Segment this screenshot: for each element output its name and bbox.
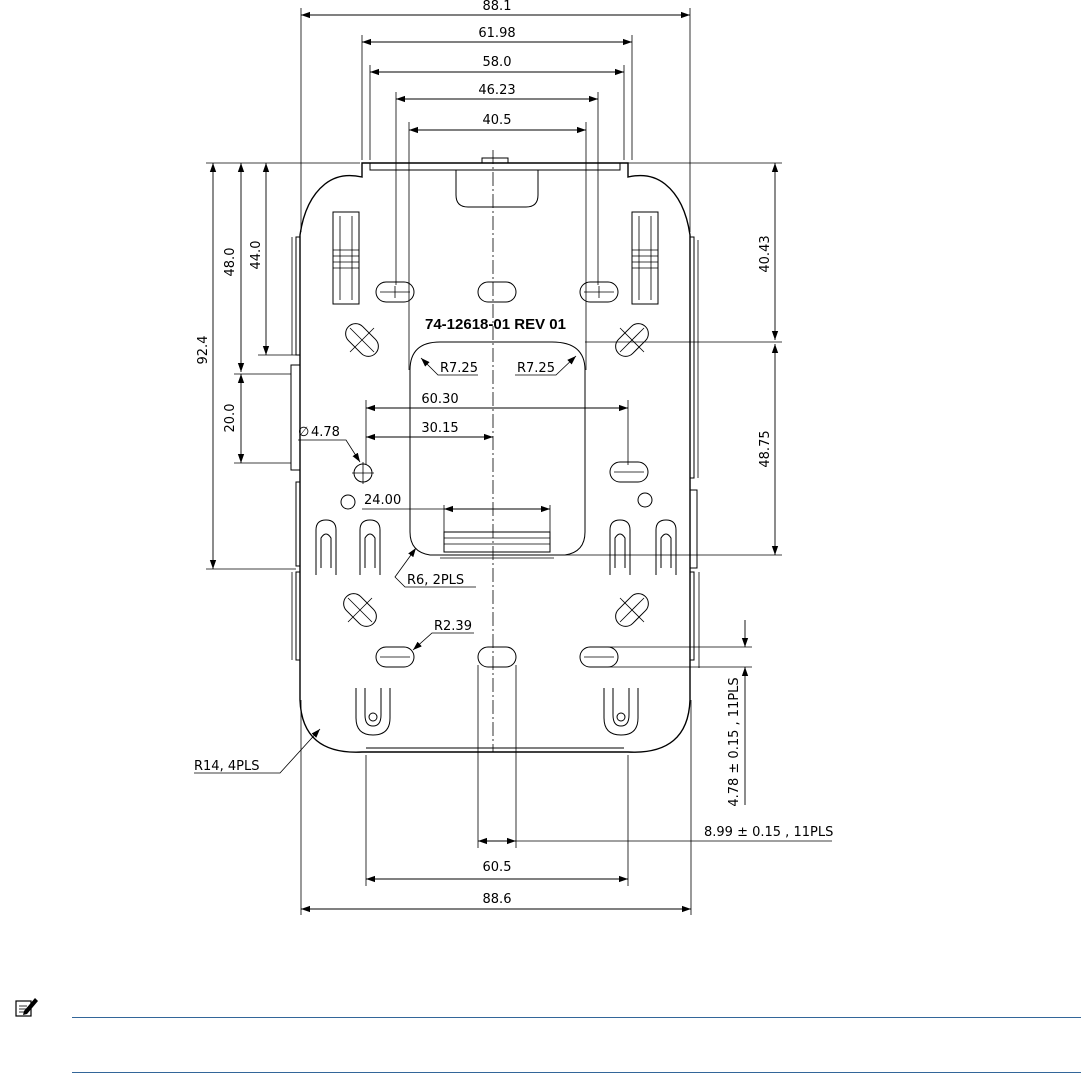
dim-92-4: 92.4 xyxy=(196,336,211,365)
dim-48-0: 48.0 xyxy=(223,248,238,277)
dim-61-98: 61.98 xyxy=(478,26,515,41)
clip-left xyxy=(333,212,359,304)
dim-88-6: 88.6 xyxy=(483,892,512,907)
dim-44-0: 44.0 xyxy=(249,241,264,270)
dim-58-0: 58.0 xyxy=(483,55,512,70)
radius-r7-25-right: R7.25 xyxy=(517,361,555,376)
diameter-symbol: ∅ xyxy=(298,425,309,440)
diagonal-slots xyxy=(339,319,652,630)
pencil-note-icon xyxy=(15,996,39,1018)
radius-r2-39: R2.39 xyxy=(434,619,472,634)
dim-hole-diameter: 4.78 xyxy=(311,425,340,440)
dim-40-5: 40.5 xyxy=(483,113,512,128)
internal-dimensions xyxy=(298,356,628,650)
dim-20-0: 20.0 xyxy=(223,404,238,433)
part-number: 74-12618-01 REV 01 xyxy=(425,316,566,333)
radius-r6: R6, 2PLS xyxy=(407,573,464,588)
dim-24-00: 24.00 xyxy=(364,493,401,508)
note-bottom-rule xyxy=(72,1072,1081,1073)
clip-right xyxy=(632,212,658,304)
dim-88-1: 88.1 xyxy=(483,0,512,14)
dim-30-15: 30.15 xyxy=(421,421,458,436)
horizontal-slots xyxy=(376,282,648,667)
dim-slot-width: 8.99 ± 0.15 , 11PLS xyxy=(704,825,833,840)
radius-r7-25-left: R7.25 xyxy=(440,361,478,376)
dim-40-43: 40.43 xyxy=(758,235,773,272)
left-dimensions xyxy=(206,163,360,569)
right-dimensions xyxy=(555,163,782,555)
dim-46-23: 46.23 xyxy=(478,83,515,98)
dim-60-30: 60.30 xyxy=(421,392,458,407)
dim-slot-height: 4.78 ± 0.15 , 11PLS xyxy=(727,677,742,806)
dim-60-5: 60.5 xyxy=(483,860,512,875)
note-top-rule xyxy=(72,1017,1081,1018)
slot-tolerance-dims xyxy=(478,620,832,848)
dim-48-75: 48.75 xyxy=(758,430,773,467)
radius-r14: R14, 4PLS xyxy=(194,759,259,774)
